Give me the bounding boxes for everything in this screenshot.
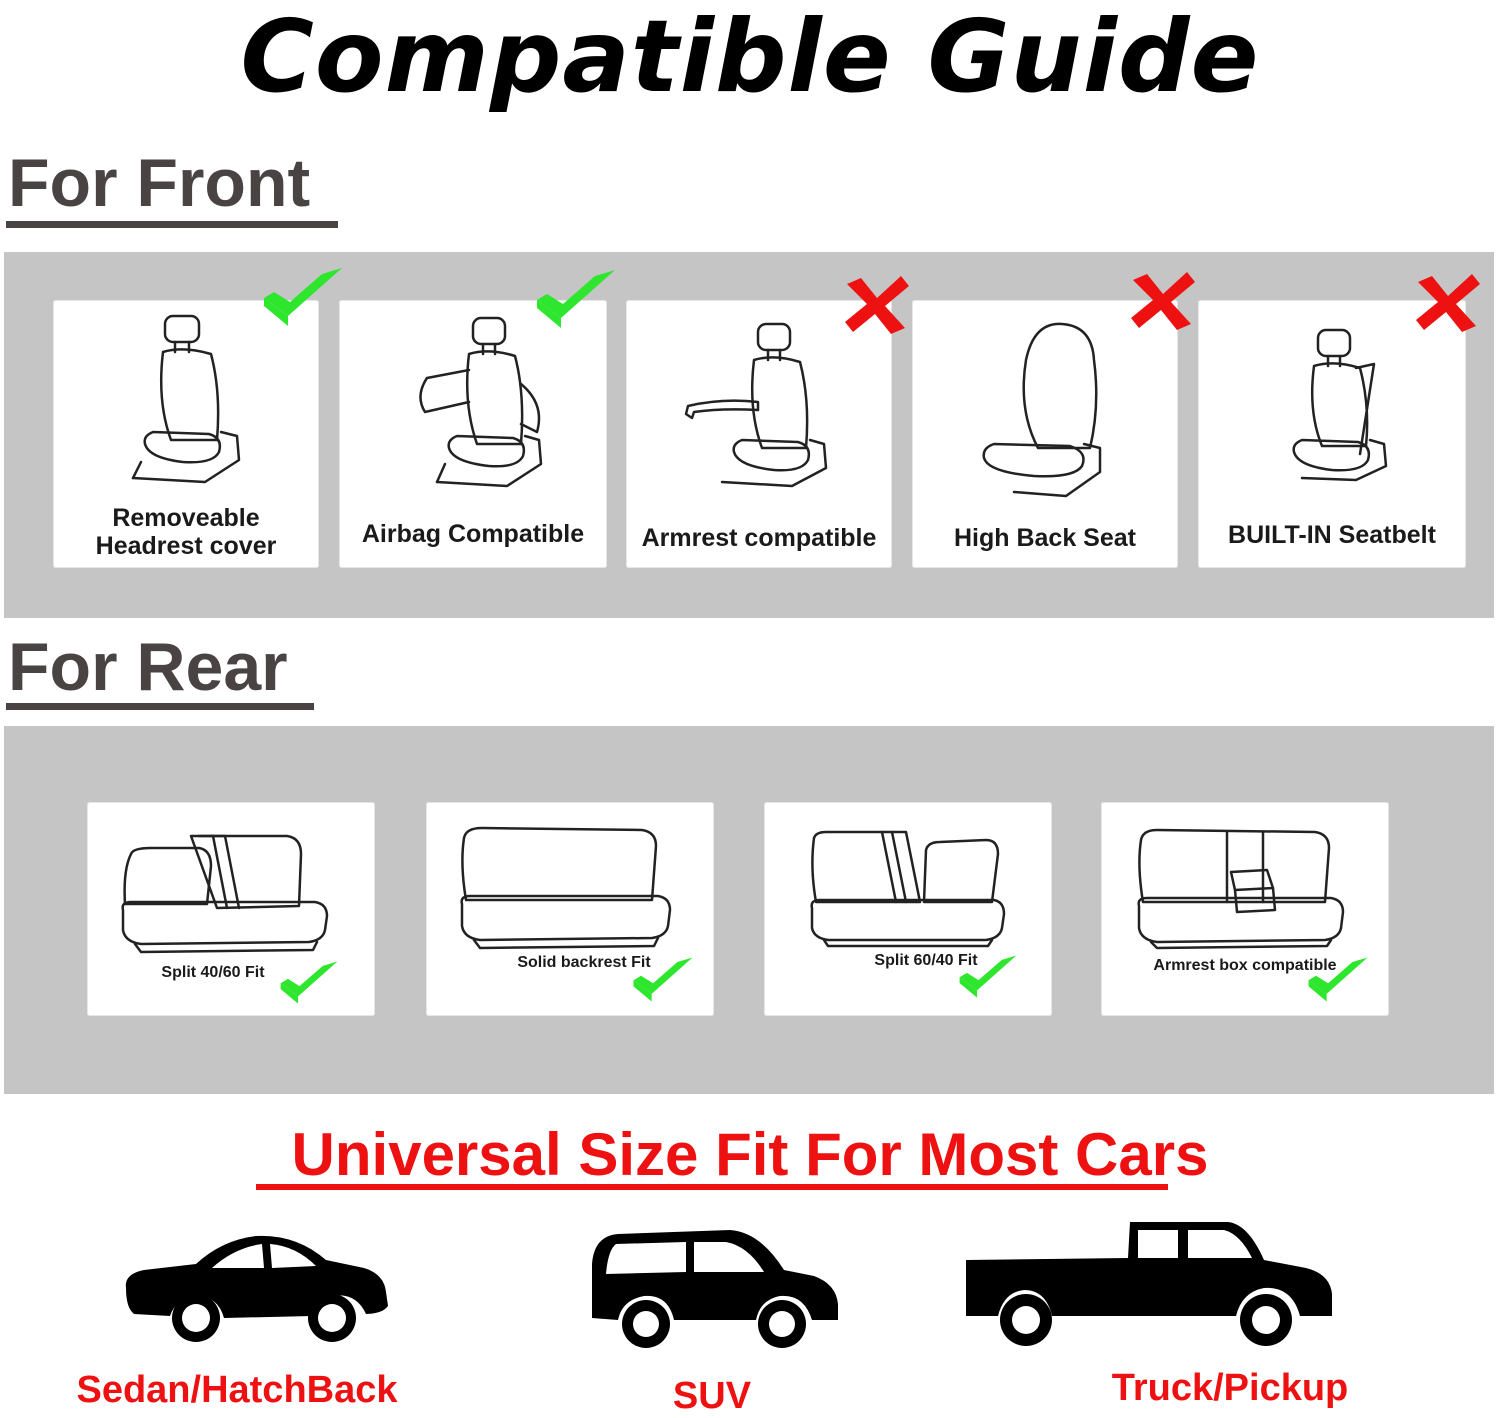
sedan-icon — [125, 1235, 389, 1342]
cross-icon — [845, 276, 909, 334]
front-card-label: Armrest compatible — [641, 524, 877, 552]
universal-fit-heading: Universal Size Fit For Most Cars — [291, 1121, 1209, 1188]
cross-icon — [1416, 274, 1480, 332]
vehicle-label-sedan: Sedan/HatchBack — [76, 1369, 398, 1411]
rear-bench-solid-icon — [460, 826, 672, 950]
rear-card-split-40-60: Split 40/60 Fit — [87, 802, 375, 1016]
suv-icon — [592, 1230, 838, 1348]
truck-icon — [966, 1222, 1332, 1346]
front-card-high-back: High Back Seat — [912, 300, 1178, 568]
front-card-label: Airbag Compatible — [361, 520, 585, 548]
front-card-armrest: Armrest compatible — [626, 300, 892, 568]
front-seat-airbag-icon — [419, 316, 543, 488]
rear-card-label: Split 60/40 Fit — [874, 952, 978, 969]
front-card-label: High Back Seat — [953, 524, 1136, 552]
check-icon — [633, 957, 693, 1002]
front-section-heading: For Front — [8, 145, 311, 221]
rear-section-heading: For Rear — [8, 629, 288, 705]
cross-icon — [1131, 272, 1195, 330]
vehicle-label-suv: SUV — [672, 1375, 752, 1417]
front-seat-icon — [131, 314, 241, 484]
vehicle-label-truck: Truck/Pickup — [1111, 1367, 1349, 1409]
check-icon — [280, 961, 338, 1004]
front-heading-underline — [6, 221, 338, 228]
front-card-label: BUILT-IN Seatbelt — [1228, 521, 1436, 549]
check-icon — [537, 270, 615, 328]
rear-bench-split-60-40-icon — [810, 830, 1006, 948]
rear-card-label: Solid backrest Fit — [517, 954, 651, 971]
front-card-removeable-headrest: Removeable Headrest cover — [53, 300, 319, 568]
rear-card-label: Split 40/60 Fit — [161, 964, 265, 981]
front-card-seatbelt: BUILT-IN Seatbelt — [1198, 300, 1466, 568]
front-card-label: Headrest cover — [95, 532, 277, 560]
universal-fit-underline — [256, 1184, 1168, 1190]
front-card-airbag: Airbag Compatible — [339, 300, 607, 568]
front-seat-high-back-icon — [982, 322, 1102, 498]
rear-bench-split-icon — [121, 834, 329, 954]
front-seat-armrest-icon — [684, 322, 828, 488]
rear-bench-armrest-box-icon — [1137, 828, 1345, 950]
check-icon — [1308, 957, 1368, 1002]
rear-card-label: Armrest box compatible — [1153, 957, 1337, 974]
front-card-label: Removeable — [112, 504, 260, 532]
page-title: Compatible Guide — [240, 0, 1260, 115]
front-seat-seatbelt-icon — [1292, 328, 1388, 482]
rear-heading-underline — [6, 703, 314, 710]
check-icon — [264, 268, 342, 326]
check-icon — [959, 955, 1017, 998]
rear-card-split-60-40: Split 60/40 Fit — [764, 802, 1052, 1016]
